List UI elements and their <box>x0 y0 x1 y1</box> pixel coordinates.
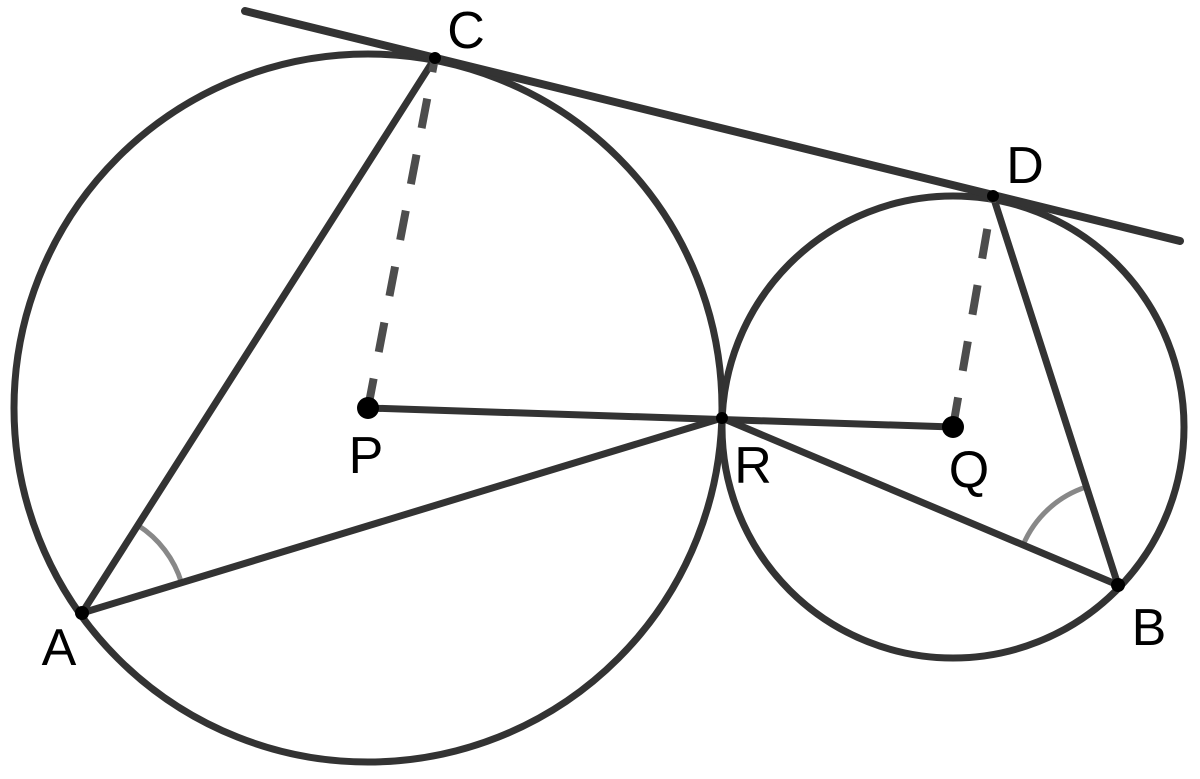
point-label-R: R <box>734 437 772 495</box>
point-dot-P <box>357 397 379 419</box>
angle-arc-at-A <box>136 523 184 584</box>
radius-QD-dashed <box>949 195 997 428</box>
chord-DB <box>989 192 1122 589</box>
center-line-PQ <box>364 404 957 431</box>
point-dot-Q <box>942 416 964 438</box>
point-label-C: C <box>447 2 485 60</box>
point-label-A: A <box>42 619 77 677</box>
point-dot-D <box>987 190 999 202</box>
chord-AR <box>78 414 726 617</box>
radius-PC-dashed <box>364 57 439 409</box>
chord-AC <box>78 54 439 617</box>
angle-arc-at-B <box>1020 484 1088 546</box>
circle-center-Q <box>718 192 1188 662</box>
point-dot-A <box>75 606 89 620</box>
point-dot-B <box>1111 578 1125 592</box>
point-label-P: P <box>349 427 384 485</box>
tangent-line-CD <box>241 7 1184 245</box>
point-label-B: B <box>1132 599 1167 657</box>
point-dot-R <box>716 412 728 424</box>
point-dot-C <box>429 52 441 64</box>
point-label-D: D <box>1006 137 1044 195</box>
point-label-Q: Q <box>949 441 989 499</box>
chord-RB <box>718 414 1122 589</box>
